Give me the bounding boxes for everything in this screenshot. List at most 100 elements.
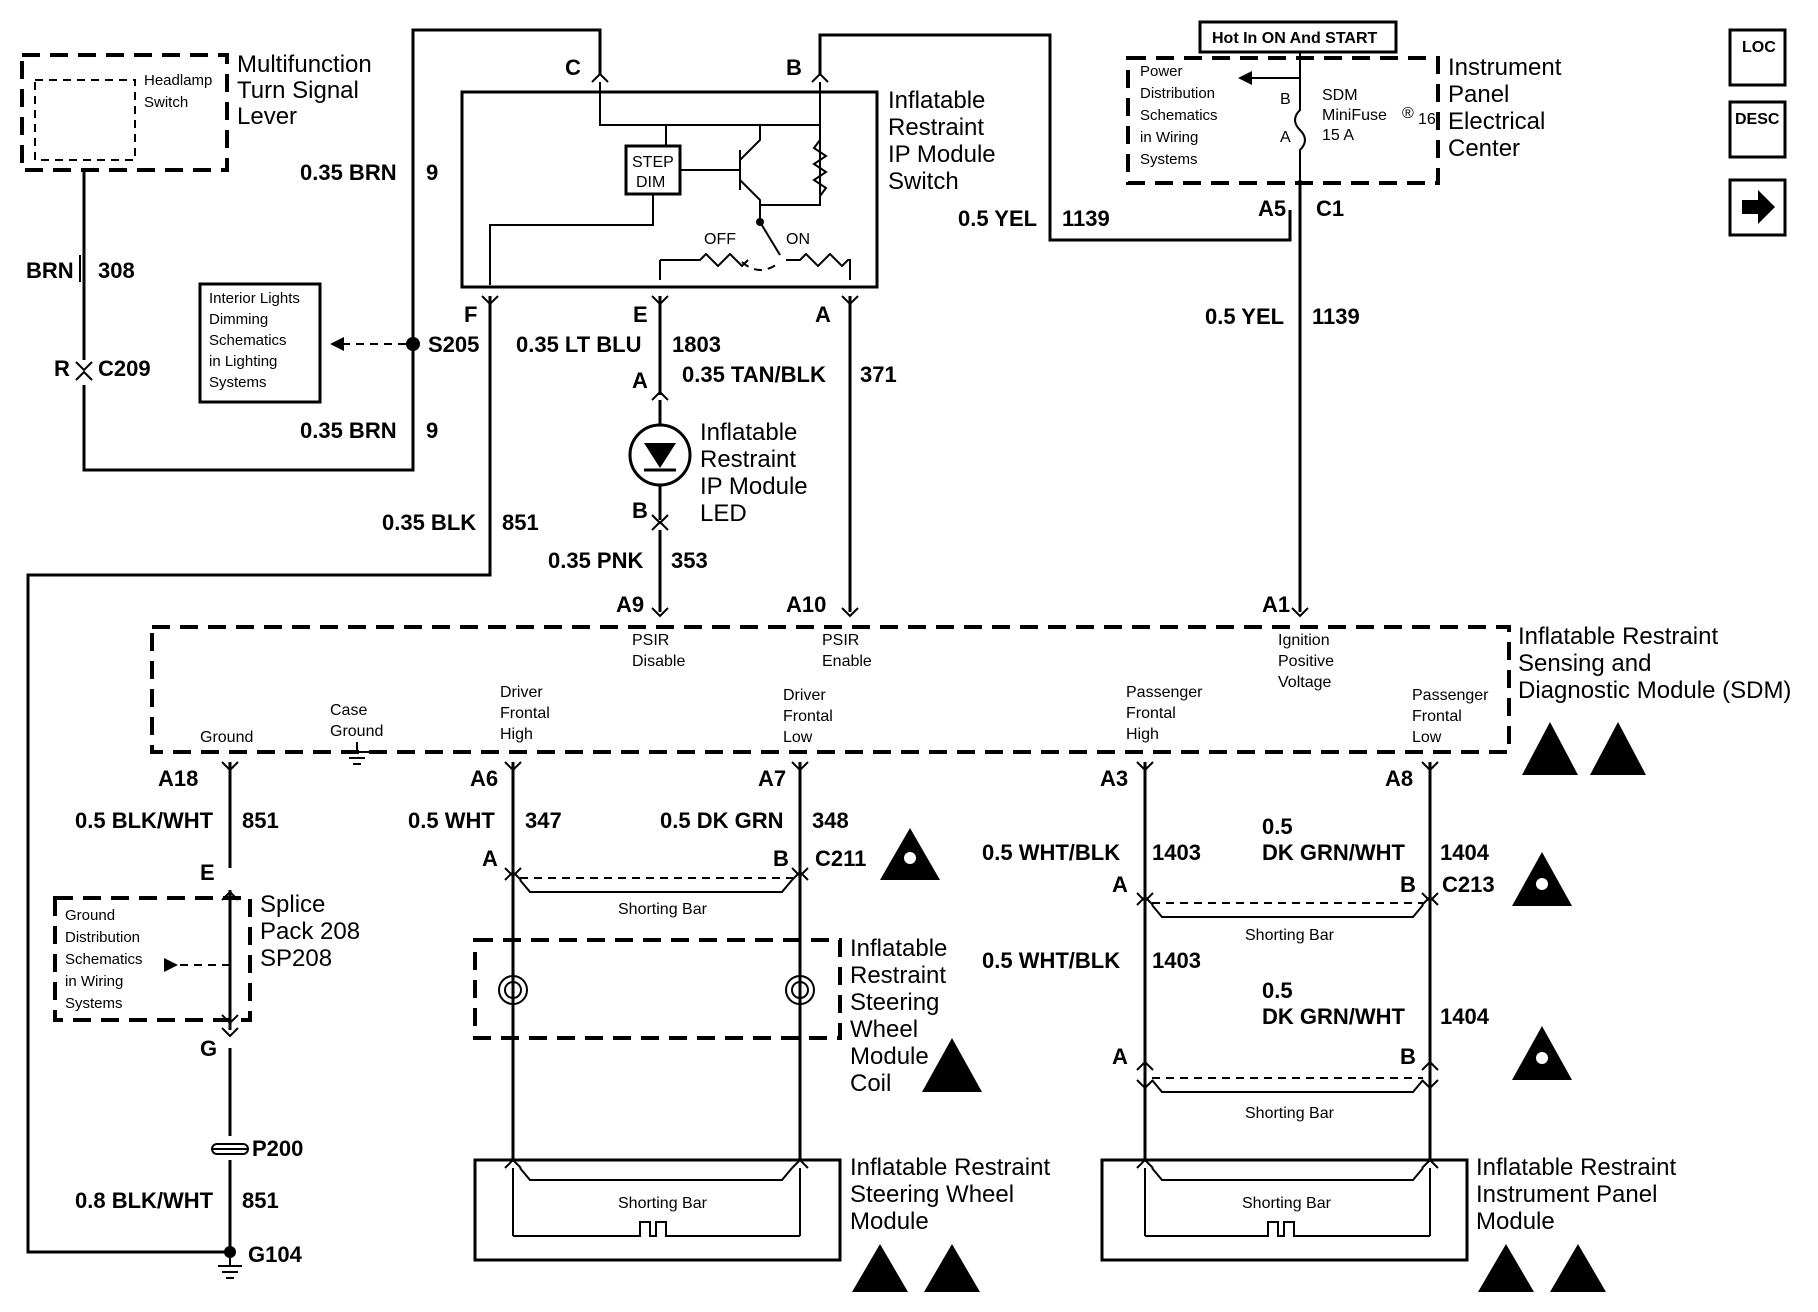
multifunction-switch: Headlamp Switch Multifunction Turn Signa… [20,51,372,172]
label: A [482,846,498,871]
label: 0.5 BLK/WHT [75,808,214,833]
label: Frontal [783,708,833,725]
label: Systems [65,995,123,1012]
label: OFF [704,231,736,248]
label: 347 [525,808,562,833]
label: C209 [98,356,151,381]
label: 353 [671,548,708,573]
label: 0.5 WHT [408,808,495,833]
label: 0.35 TAN/BLK [682,362,826,387]
label: Frontal [1412,708,1462,725]
label: Inflatable [850,935,947,962]
label: E [200,860,215,885]
label: LOC [1742,39,1776,56]
label: High [500,726,533,743]
esd-warning-icon [1522,722,1646,775]
label: High [1126,726,1159,743]
label: Power [1140,63,1183,80]
label: 0.5 [1262,814,1293,839]
steering-wheel-module: Shorting Bar [473,1158,842,1262]
label: 0.8 BLK/WHT [75,1188,214,1213]
label: 0.35 BLK [382,510,476,535]
label: Interior Lights [209,290,300,307]
label: 1139 [1062,206,1110,231]
label: A [815,302,831,327]
label: IP Module [888,141,996,168]
label: 0.5 YEL [958,206,1037,231]
label: Headlamp [144,72,212,89]
label: Case [330,702,367,719]
label: S205 [428,332,479,357]
label: Positive [1278,653,1334,670]
label: 0.35 PNK [548,548,643,573]
label: 0.35 LT BLU [516,332,642,357]
label: Shorting Bar [1245,927,1335,944]
label: Ground [330,723,383,740]
label: A5 [1258,196,1286,221]
label: 9 [426,160,438,185]
label: C211 [815,846,866,871]
label: 1404 [1440,1004,1490,1029]
label: Distribution [1140,85,1215,102]
label: SDM [1322,87,1358,104]
label: Restraint [700,446,796,473]
label: A7 [758,766,786,791]
caution-icon-c213 [1512,852,1572,906]
next-arrow-icon[interactable] [1728,178,1787,237]
label: IP Module [700,473,808,500]
dimming-schematics-box: Interior Lights Dimming Schematics in Li… [198,282,322,404]
label: 16 [1418,111,1436,128]
splice-pack-208: Ground Distribution Schematics in Wiring… [53,896,252,1022]
label: DESC [1735,111,1780,128]
sdm-module: PSIR Disable PSIR Enable Ignition Positi… [150,625,1511,765]
label: Passenger [1126,684,1203,701]
label: Inflatable [888,87,985,114]
label: Ignition [1278,632,1330,649]
label: Lever [237,103,297,130]
label: Shorting Bar [1242,1195,1332,1212]
label: A18 [158,766,198,791]
label: PSIR [822,632,859,649]
ip-module-led: A B [628,368,692,531]
label: 0.35 BRN [300,418,397,443]
label: Sensing and [1518,650,1651,677]
steering-wheel-coil [473,938,842,1040]
label: Restraint [888,114,984,141]
label: DIM [636,174,665,191]
label: Module [850,1208,929,1235]
label: 0.5 WHT/BLK [982,948,1120,973]
label: Splice [260,891,325,918]
ground-g104 [218,1246,242,1279]
label: 1803 [672,332,721,357]
label: 851 [502,510,539,535]
label: Shorting Bar [618,1195,708,1212]
label: 308 [98,258,135,283]
label: 0.5 WHT/BLK [982,840,1120,865]
desc-icon[interactable]: DESC [1728,100,1787,159]
label: B [632,498,648,523]
caution-icon-c211 [880,828,940,880]
label: A10 [786,592,826,617]
label: Voltage [1278,674,1331,691]
label: in Wiring [1140,129,1198,146]
label: Schematics [1140,107,1218,124]
label: Wheel [850,1016,918,1043]
label: ON [786,231,810,248]
label: C213 [1442,872,1495,897]
loc-icon[interactable]: LOC [1728,28,1787,87]
label: 0.5 [1262,978,1293,1003]
esd-warning-icon [924,1244,980,1292]
label: Turn Signal [237,77,359,104]
label: DK GRN/WHT [1262,840,1406,865]
label: Module [1476,1208,1555,1235]
label: B [786,55,802,80]
label: 0.35 BRN [300,160,397,185]
label: Frontal [500,705,550,722]
label: E [633,302,648,327]
label: Frontal [1126,705,1176,722]
label: Switch [144,94,188,111]
label: B [773,846,789,871]
label: STEP [632,154,674,171]
label: Switch [888,168,959,195]
